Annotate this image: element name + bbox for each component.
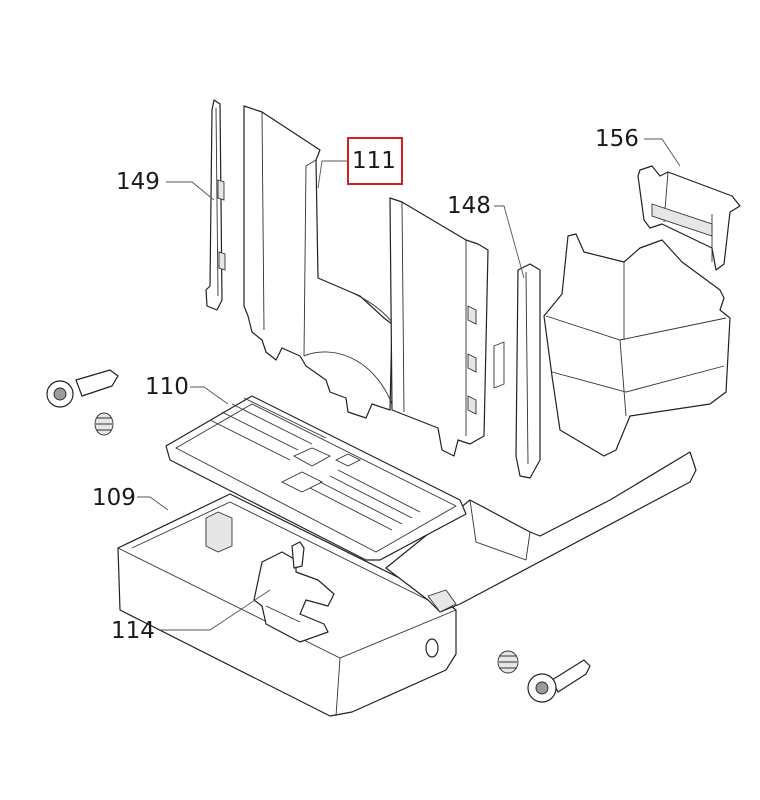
part-111-panel[interactable] bbox=[243, 105, 393, 419]
part-base-extension[interactable] bbox=[385, 451, 697, 613]
callout-110[interactable]: 110 bbox=[145, 374, 189, 400]
callout-149[interactable]: 149 bbox=[116, 169, 160, 195]
callout-109[interactable]: 109 bbox=[92, 485, 136, 511]
caster-left[interactable] bbox=[46, 369, 119, 408]
spring-right bbox=[497, 650, 519, 674]
part-container-box[interactable] bbox=[543, 233, 731, 457]
part-148-divider[interactable] bbox=[515, 263, 541, 479]
callout-156[interactable]: 156 bbox=[595, 126, 639, 152]
callout-111[interactable]: 111 bbox=[352, 148, 396, 174]
part-110-drip-grid[interactable] bbox=[165, 395, 467, 561]
part-side-wall[interactable] bbox=[389, 197, 505, 457]
leader-lines bbox=[137, 138, 681, 631]
part-114-float[interactable] bbox=[253, 541, 335, 643]
part-149-rail[interactable] bbox=[205, 99, 226, 311]
spring-left bbox=[94, 412, 114, 436]
part-156-bracket[interactable] bbox=[637, 165, 741, 271]
caster-right[interactable] bbox=[527, 659, 591, 703]
callout-148[interactable]: 148 bbox=[447, 193, 491, 219]
callout-111-highlight bbox=[347, 137, 403, 185]
callout-114[interactable]: 114 bbox=[111, 618, 155, 644]
